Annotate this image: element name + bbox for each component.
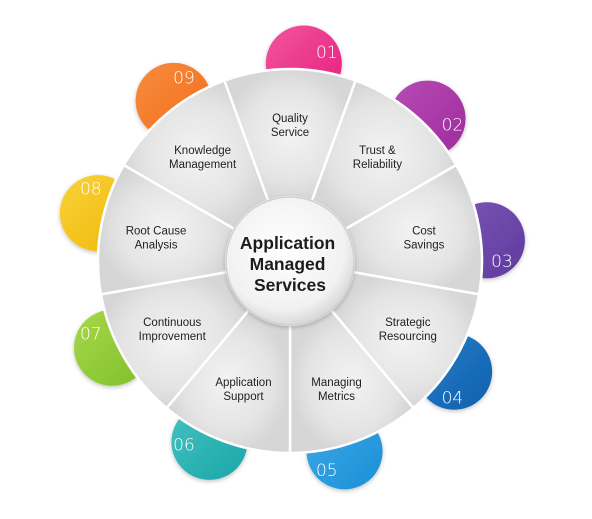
segment-label-line: Strategic <box>385 317 431 329</box>
center-title: Application Managed Services <box>240 233 340 295</box>
number-label-03: 03 <box>491 252 513 272</box>
segment-label-line: Resourcing <box>379 331 437 343</box>
number-label-05: 05 <box>316 461 338 481</box>
segment-label-line: Reliability <box>353 159 402 171</box>
segment-label-line: Improvement <box>139 331 207 343</box>
segment-label-line: Service <box>271 127 309 139</box>
center-title-line-2: Managed <box>250 254 326 274</box>
segment-label-line: Support <box>223 391 264 403</box>
center-title-line-1: Application <box>240 233 335 253</box>
segment-label-02: Trust & Reliability <box>353 145 402 171</box>
number-label-02: 02 <box>442 116 464 136</box>
segment-label-line: Analysis <box>135 239 178 251</box>
center-hub: Application Managed Services <box>225 196 355 326</box>
number-label-08: 08 <box>80 179 102 199</box>
segment-wheel <box>96 67 484 455</box>
number-label-04: 04 <box>442 388 464 408</box>
segment-label-line: Cost <box>412 225 436 237</box>
center-title-line-3: Services <box>254 275 326 295</box>
segment-label-line: Savings <box>403 239 444 251</box>
segment-label-line: Management <box>169 159 237 171</box>
number-label-06: 06 <box>173 436 195 456</box>
segment-label-line: Trust & <box>359 145 396 157</box>
segment-label-line: Metrics <box>318 391 355 403</box>
center-hub-circle <box>225 196 355 326</box>
segment-label-line: Managing <box>311 377 362 389</box>
segment-label-line: Quality <box>272 113 308 125</box>
segment-label-line: Knowledge <box>174 145 231 157</box>
segment-label-line: Continuous <box>143 317 201 329</box>
segment-label-line: Application <box>215 377 271 389</box>
number-label-07: 07 <box>80 325 102 345</box>
number-label-01: 01 <box>316 43 338 63</box>
segment-label-line: Root Cause <box>126 225 187 237</box>
number-label-09: 09 <box>173 68 195 88</box>
